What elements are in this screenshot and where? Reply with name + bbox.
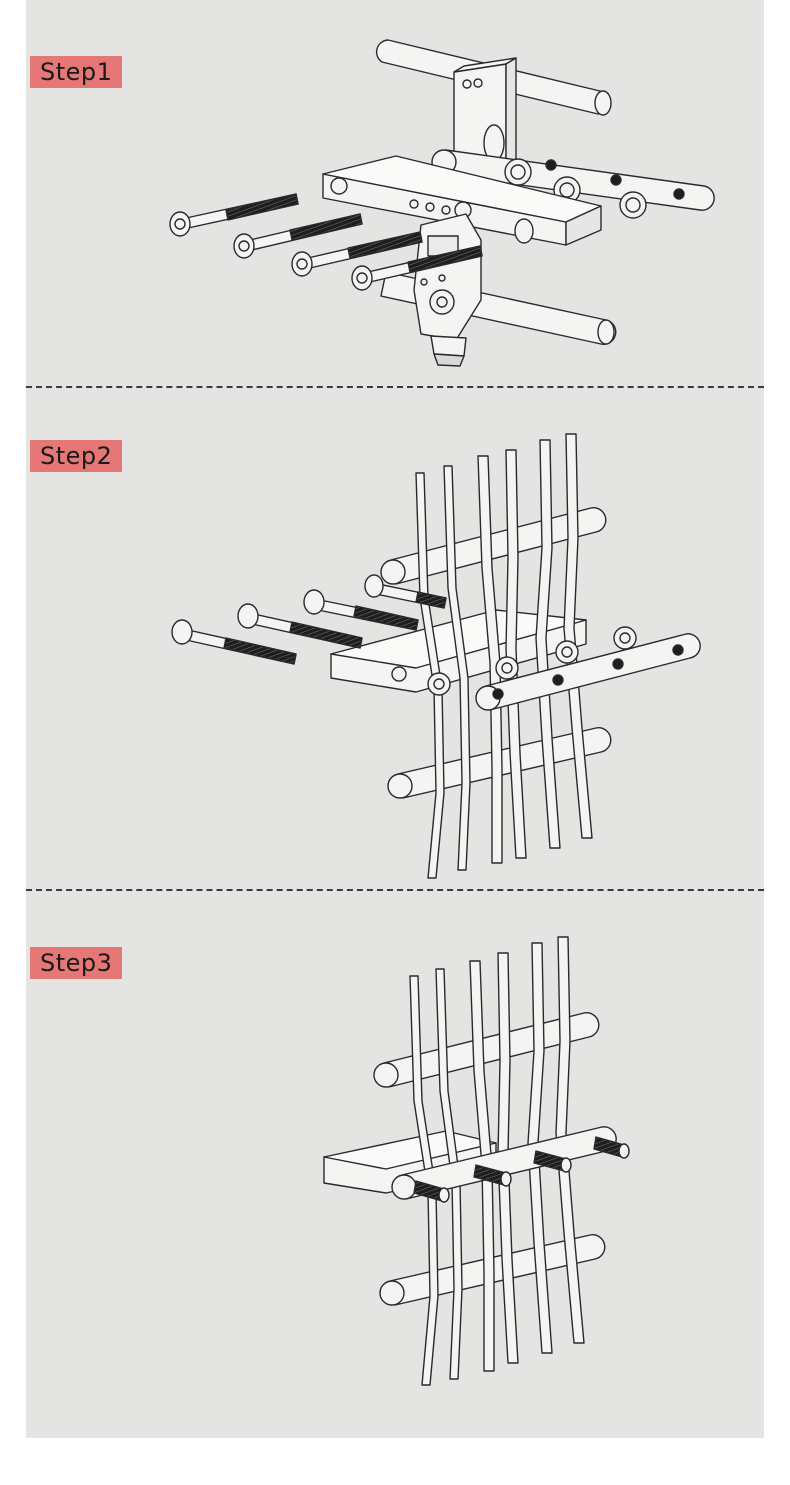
step-2-label: Step2 — [30, 440, 123, 472]
step-1-section: Step1 — [26, 0, 764, 386]
lower-crossbar-tube — [389, 1234, 606, 1306]
step-3-illustration — [323, 936, 630, 1386]
connector-housing — [413, 213, 482, 367]
step-divider-1 — [26, 386, 764, 388]
instruction-panel: Step1 — [26, 0, 764, 1438]
lower-crossbar-tube — [397, 727, 612, 799]
step-2-section: Step2 — [26, 388, 764, 888]
step-3-label: Step3 — [30, 947, 123, 979]
element-bar — [427, 626, 701, 711]
upper-crossbar-tube — [383, 1012, 600, 1088]
bolt-3 — [291, 231, 423, 277]
mounting-bolts — [171, 574, 447, 665]
step-1-label: Step1 — [30, 56, 123, 88]
mounting-box — [322, 155, 602, 246]
step-divider-2 — [26, 889, 764, 891]
step-3-section: Step3 — [26, 891, 764, 1438]
mounting-bolts — [169, 193, 483, 291]
director-elements — [415, 433, 593, 879]
step-2-illustration — [171, 433, 701, 879]
bolt-4 — [351, 245, 483, 291]
bar-sleeves — [504, 158, 647, 219]
step-1-illustration — [169, 39, 715, 367]
bolt-1 — [169, 193, 299, 237]
bolt-2 — [233, 213, 363, 259]
protruding-bolt-ends — [413, 1136, 630, 1203]
